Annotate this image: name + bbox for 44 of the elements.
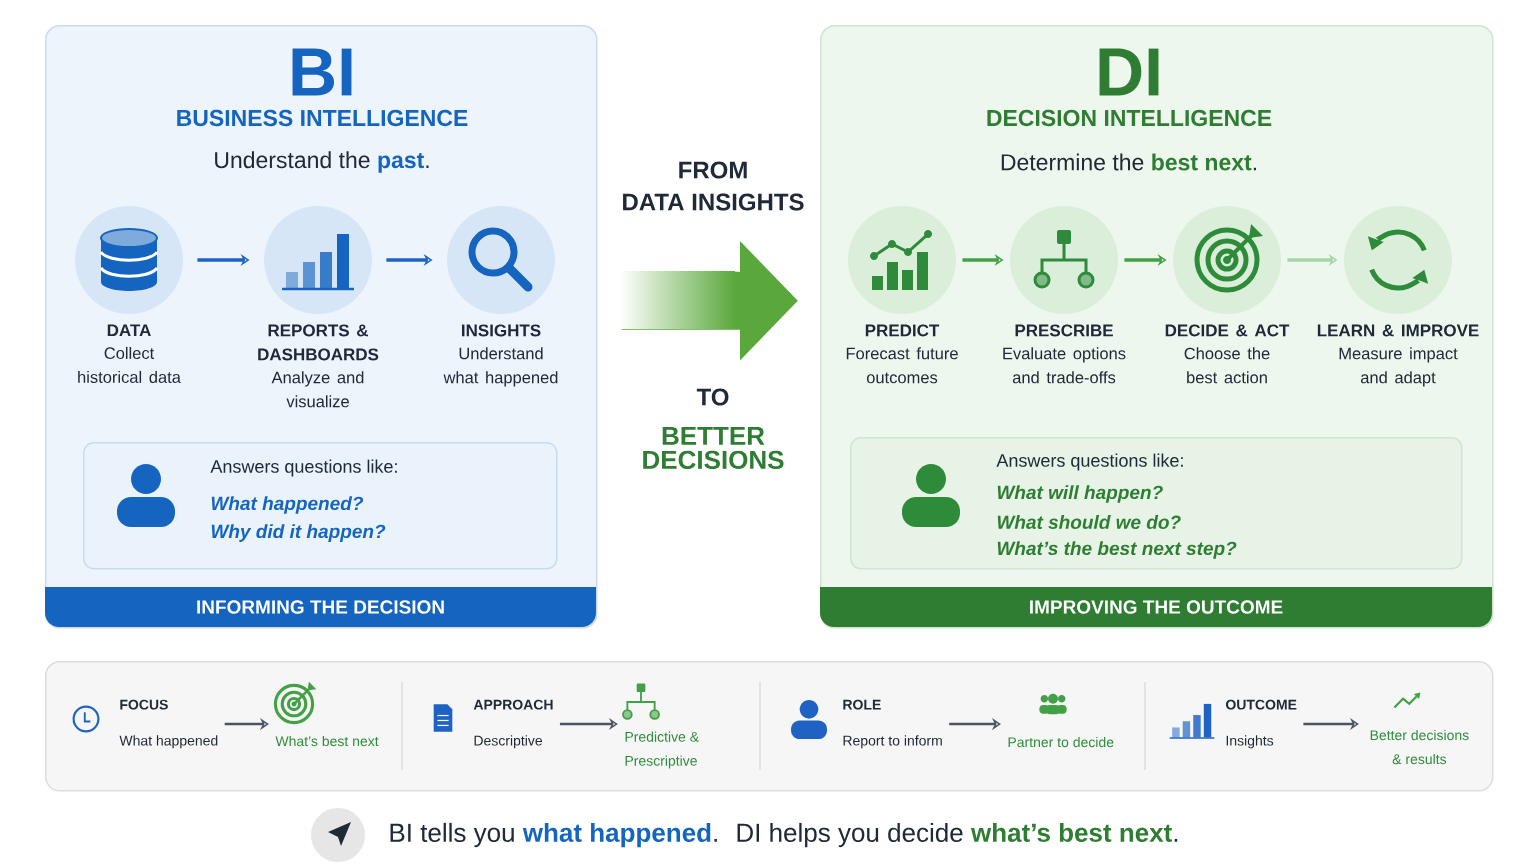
panel-subtitle: DECISION INTELLIGENCE [987, 109, 1272, 127]
question-intro: Answers questions like: [210, 459, 397, 477]
step-title: INSIGHTS [462, 324, 541, 337]
panel-title: DI [1099, 48, 1159, 96]
heading-text: TO [696, 388, 729, 406]
question-text: What should we do? [997, 515, 1181, 529]
tagline: Determine the best next. [1001, 153, 1256, 171]
heading-text: DATA INSIGHTS [623, 193, 804, 211]
panel-title: BI [292, 48, 352, 96]
step-description: Choose the best action [1184, 347, 1270, 384]
tagline: Understand the past. [215, 151, 429, 173]
summary-strip [45, 661, 1494, 792]
step-description: Understand what happened [443, 347, 558, 387]
comparison-text: Partner to decide [1008, 736, 1114, 748]
question-text: Why did it happen? [211, 524, 386, 542]
step-title: PREDICT [865, 324, 940, 337]
step-title: REPORTS & DASHBOARDS [258, 324, 379, 361]
step-description: Forecast future outcomes [846, 347, 958, 384]
step-description: Evaluate options and trade-offs [1003, 347, 1126, 384]
comparison-text: Better decisions & results [1370, 729, 1469, 765]
step-title: DECIDE & ACT [1165, 324, 1290, 337]
question-text: What happened? [211, 496, 364, 514]
footer-band: INFORMING THE DECISION [45, 587, 596, 627]
heading-text: FROM [679, 161, 747, 179]
comparison-text: What’s best next [275, 735, 379, 747]
question-text: What will happen? [997, 485, 1163, 503]
step-description: Collect historical data [78, 346, 181, 383]
question-text: What’s the best next step? [997, 541, 1237, 559]
summary-sentence: DI helps you decide what’s best next. [737, 822, 1178, 848]
comparison-text: FOCUS What happened [119, 699, 218, 749]
step-description: Measure impact and adapt [1339, 347, 1458, 387]
summary-sentence: BI tells you what happened. [390, 822, 717, 848]
footer-band: IMPROVING THE OUTCOME [820, 587, 1492, 627]
heading-text: BETTER DECISIONS [643, 426, 784, 470]
step-title: PRESCRIBE [1015, 324, 1113, 337]
question-intro: Answers questions like: [996, 453, 1183, 471]
comparison-text: OUTCOME Insights [1226, 699, 1297, 749]
step-title: LEARN & IMPROVE [1317, 324, 1479, 337]
comparison-text: APPROACH Descriptive [473, 699, 553, 749]
panel-subtitle: BUSINESS INTELLIGENCE [177, 109, 468, 127]
step-description: Analyze and visualize [271, 371, 364, 408]
step-title: DATA [107, 324, 151, 337]
comparison-text: ROLE Report to inform [843, 699, 942, 749]
comparison-text: Predictive & Prescriptive [625, 731, 699, 769]
